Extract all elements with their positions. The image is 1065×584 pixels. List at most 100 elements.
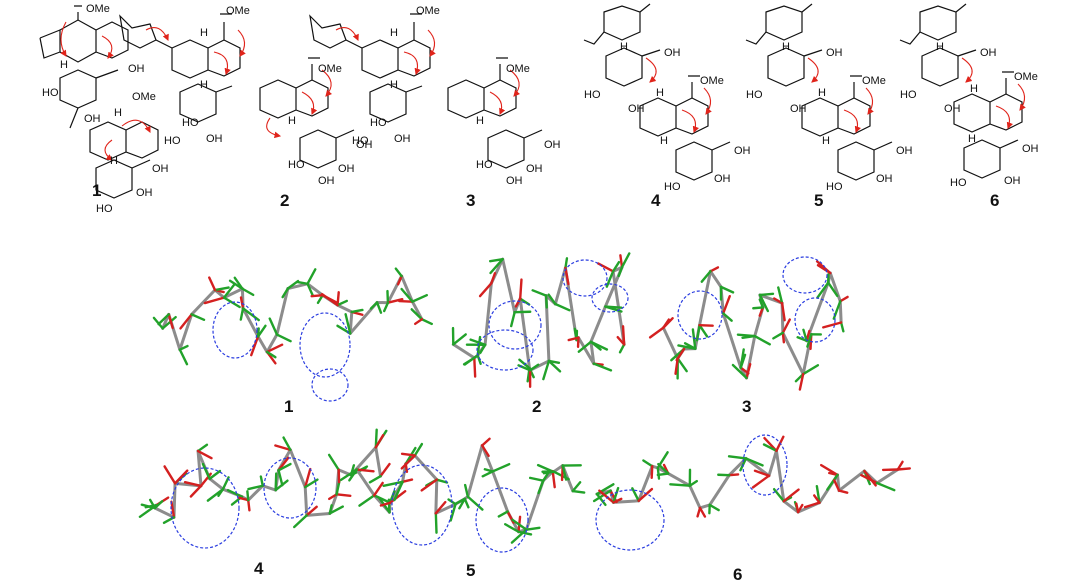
models-panel: 1 2 3 4 5 6 [138,252,912,584]
oxygen-bond-stick [400,454,417,470]
hydrogen-bond-stick [463,483,470,498]
hydrogen-bond-stick [592,489,612,503]
carbon-bond-stick [838,299,843,324]
oxygen-bond-stick [167,313,174,330]
oxygen-bond-stick [609,489,618,504]
carbon-bond-stick [721,311,743,370]
hydrogen-bond-stick [642,459,654,468]
hydrogen-label: H [660,135,668,147]
hydrogen-bond-stick [525,526,541,531]
hydrogen-bond-stick [476,354,482,365]
hydrogen-bond-stick [656,472,670,477]
model-2: 2 [451,252,631,416]
hydrogen-bond-stick [657,462,670,475]
hydrogen-bond-stick [571,489,586,494]
hydrogen-bond-stick [618,343,626,354]
structure-4: OMe OH HO OH HO OH OH H H H 4 [583,3,751,210]
hydrogen-bond-stick [206,487,225,502]
carbon-bond-stick [837,469,866,493]
noe-correlation-arc [263,457,317,519]
carbon-bond-stick [589,340,596,366]
hydrogen-label: H [60,59,68,71]
hydrogen-bond-stick [731,363,748,380]
ester-label: OMe [318,63,342,75]
hydrogen-bond-stick [277,462,292,472]
carbon-bond-stick [666,472,692,488]
hydrogen-bond-stick [393,480,404,502]
oxygen-bond-stick [480,444,490,458]
hydrogen-bond-stick [344,313,352,335]
hydrogen-bond-stick [348,468,359,482]
noe-correlation-arc [170,467,240,549]
hydrogen-bond-stick [752,306,765,310]
oxygen-bond-stick [478,282,493,298]
hydrogen-bond-stick [517,530,533,536]
oxygen-bond-stick [328,493,338,501]
oxygen-bond-stick [798,372,805,391]
hydrogen-bond-stick [246,490,250,502]
oxygen-bond-stick [189,484,203,498]
hydrogen-bond-stick [213,286,230,292]
noe-correlation-arc [677,290,723,340]
hydroxyl-label: HO [288,159,305,171]
hydrogen-bond-stick [411,293,428,303]
structure-2: OMe OMe HO OH HO OH OH HO OH H H H 2 [119,5,373,210]
hydrogen-label: H [620,41,628,53]
hydroxyl-label: OH [1022,143,1039,155]
hydrogen-label: H [114,107,122,119]
oxygen-bond-stick [305,505,318,517]
carbon-bond-stick [501,257,517,314]
hydrogen-bond-stick [226,488,244,498]
oxygen-bond-stick [839,295,849,303]
oxygen-bond-stick [551,470,556,489]
hydrogen-label: H [288,115,296,127]
hydrogen-bond-stick [875,481,896,492]
carbon-bond-stick [434,478,439,515]
oxygen-bond-stick [596,262,615,273]
hydrogen-bond-stick [420,318,433,326]
hydrogen-bond-stick [190,313,206,322]
structure-6: OMe OH HO OH HO OH OH H H H 6 [899,3,1039,210]
noe-correlation-arc [782,256,828,294]
oxygen-bond-stick [833,479,841,492]
hydrogen-bond-stick [293,514,308,529]
noe-correlation-arc [742,434,788,496]
oxygen-bond-stick [401,478,414,483]
carbon-bond-stick [698,269,712,327]
hydrogen-bond-stick [826,473,839,491]
noe-correlation-arc [488,300,542,350]
carbon-bond-stick [828,271,842,303]
oxygen-bond-stick [896,467,912,471]
hydroxyl-label: OH [734,145,751,157]
hydrogen-bond-stick [695,323,701,342]
oxygen-bond-stick [828,471,839,477]
oxygen-bond-stick [388,490,407,505]
oxygen-bond-stick [396,274,403,286]
carbon-bond-stick [261,484,278,492]
compound-number: 6 [733,565,742,584]
oxygen-bond-stick [745,362,752,380]
carbon-bond-stick [708,473,731,507]
hydrogen-bond-stick [295,280,309,286]
hydrogen-bond-stick [221,476,230,491]
compound-number: 1 [284,397,293,416]
hydrogen-bond-stick [620,252,631,269]
hydrogen-bond-stick [476,335,482,357]
carbon-bond-stick [355,468,376,497]
oxygen-bond-stick [612,497,623,504]
model-1: 1 [152,267,433,416]
carbon-bond-stick [190,288,217,316]
hydroxyl-label: OH [506,175,523,187]
hydroxyl-label: HO [584,89,601,101]
carbon-bond-stick [413,453,439,482]
compound-number: 5 [466,561,475,580]
hydrogen-bond-stick [777,286,784,305]
oxygen-bond-stick [780,301,786,322]
hydrogen-bond-stick [547,359,562,373]
hydrogen-bond-stick [758,293,770,313]
hydrogen-bond-stick [839,321,845,333]
oxygen-bond-stick [379,501,392,507]
hydrogen-bond-stick [531,289,548,297]
hydrogen-bond-stick [528,476,545,482]
hydrogen-bond-stick [518,297,531,306]
